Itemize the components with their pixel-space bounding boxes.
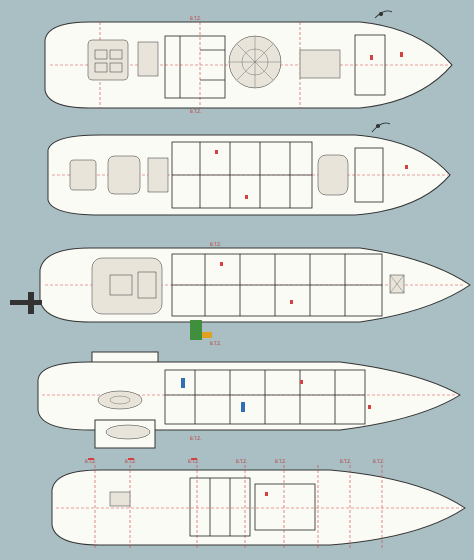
deck-4-label: B.T.Z. [190,436,201,441]
deck-5-frame-7: B.T.Z. [373,459,384,464]
deck-5-frame-3: B.T.Z. [188,459,199,464]
deck-1-label-top: B.T.Z. [190,16,201,21]
deck-1-plan: B.T.Z. B.T.Z. [44,10,453,114]
deck-4-plan: B.T.Z. [37,351,461,449]
deck-5-frame-5: B.T.Z. [275,459,286,464]
deck-5-hull [51,469,466,546]
deck-5-frame-6: B.T.Z. [340,459,351,464]
deck-3-plan: B.T.Z. B.T.Z. [10,242,471,346]
deck-5-frame-4: B.T.Z. [236,459,247,464]
deck-4-hull [37,361,461,431]
deck-1-davit [374,10,393,19]
deck-5-plan: B.T.Z. B.T.Z. B.T.Z. B.T.Z. B.T.Z. B.T.Z… [51,458,466,548]
deck-1-label-bottom: B.T.Z. [190,109,201,114]
deck-5-frame-1: B.T.Z. [85,459,96,464]
deck-3-label-top: B.T.Z. [210,242,221,247]
deck-2-plan [47,122,451,216]
deck-5-frame-2: B.T.Z. [125,459,136,464]
deck-3-label-bottom: B.T.Z. [210,341,221,346]
